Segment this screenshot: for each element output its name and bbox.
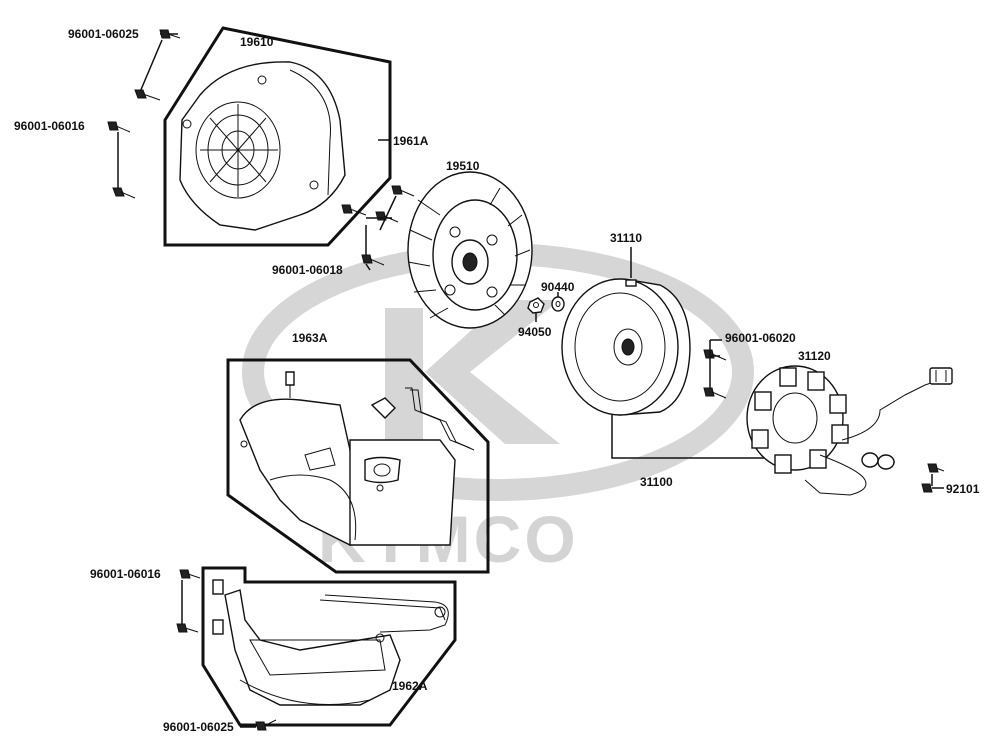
label-1961A: 1961A <box>393 134 429 148</box>
label-31100: 31100 <box>640 475 673 489</box>
air-guide-1963A <box>239 371 475 547</box>
screw-92101 <box>921 463 945 493</box>
label-19510: 19510 <box>446 159 480 173</box>
label-1962A: 1962A <box>392 679 428 693</box>
washer-90440 <box>551 292 565 312</box>
cooling-fan-19510 <box>407 171 533 329</box>
bolts-96001-06018 <box>341 185 415 266</box>
leader-lines <box>240 139 720 728</box>
label-31120: 31120 <box>798 349 831 363</box>
label-31110: 31110 <box>610 231 642 245</box>
label-96001-06016-bottom: 96001-06016 <box>90 567 161 581</box>
label-96001-06020: 96001-06020 <box>725 331 796 345</box>
bolt-96001-06016-top <box>107 121 136 199</box>
fan-shroud-19610 <box>179 61 346 231</box>
lower-shroud-1962A <box>212 579 449 706</box>
flywheel-rotor-31110 <box>561 247 691 416</box>
stator-coil-31120 <box>746 365 953 496</box>
frame-1961A <box>163 26 392 247</box>
label-96001-06025-bottom: 96001-06025 <box>163 720 234 734</box>
bolt-96001-06016-bottom <box>176 569 201 633</box>
label-96001-06025-top: 96001-06025 <box>68 27 139 41</box>
label-96001-06016-top: 96001-06016 <box>14 119 85 133</box>
label-92101: 92101 <box>946 482 980 496</box>
bolt-96001-06025-bottom <box>255 719 277 731</box>
label-94050: 94050 <box>518 325 552 339</box>
label-19610: 19610 <box>240 35 274 49</box>
label-1963A: 1963A <box>292 331 328 345</box>
bolts-96001-06020 <box>703 339 727 399</box>
label-96001-06018: 96001-06018 <box>272 263 343 277</box>
frame-1962A <box>201 566 457 727</box>
label-90440: 90440 <box>541 280 575 294</box>
nut-94050 <box>527 297 545 322</box>
bolt-96001-06025-top <box>134 29 181 101</box>
frame-1963A <box>226 358 490 574</box>
